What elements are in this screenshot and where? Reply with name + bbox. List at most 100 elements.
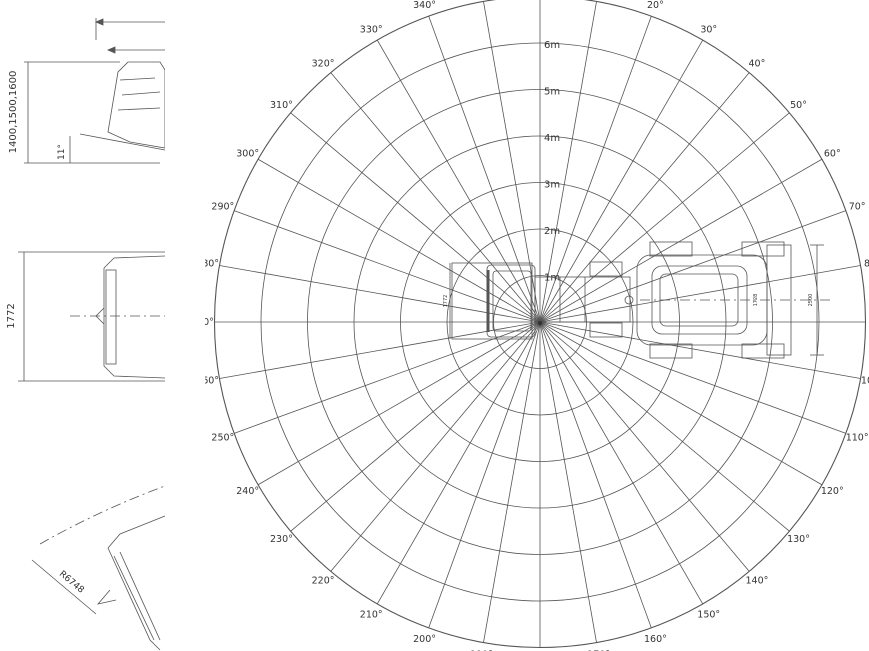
angle-label: 330°: [360, 25, 383, 36]
side-view: 1400,1500,1600 11°: [8, 18, 166, 164]
angle-label: 60°: [824, 148, 841, 159]
bucket-inner: [492, 270, 532, 332]
width-dim-label: 1772: [6, 303, 17, 328]
angle-label: 210°: [360, 609, 383, 620]
angle-label: 70°: [849, 202, 866, 213]
angle-spoke: [290, 321, 541, 532]
angle-label: 170°: [587, 649, 610, 651]
rear-width-label: 1728: [753, 294, 759, 307]
polar-visibility-chart: 0°10°20°30°40°50°60°70°80°90°100°110°120…: [191, 0, 869, 651]
angle-spoke: [539, 321, 652, 629]
track-width-label: 2500: [808, 294, 814, 307]
boom-arm: [534, 276, 631, 323]
arrow-head: [94, 18, 104, 26]
angle-spoke: [330, 72, 541, 323]
tilt-angle-label: 11°: [57, 144, 67, 160]
angle-spoke: [483, 1, 541, 323]
angle-spoke: [257, 158, 541, 323]
ground-line: [79, 133, 166, 151]
angle-spoke: [539, 321, 790, 532]
angle-spoke: [257, 321, 541, 486]
angle-spoke: [539, 39, 704, 323]
bucket-side-profile: [107, 61, 166, 149]
angle-labels: 0°10°20°30°40°50°60°70°80°90°100°110°120…: [191, 0, 869, 651]
bucket-turn-profile: [107, 515, 166, 651]
angle-spoke: [539, 15, 652, 323]
rear-counterweight: [766, 244, 792, 356]
angle-spoke: [219, 265, 541, 323]
angle-label: 40°: [749, 58, 766, 69]
ring-label: 1m: [544, 273, 560, 284]
angle-spoke: [539, 112, 790, 323]
machine-plan-view: 1772 2500 1728: [443, 241, 830, 359]
angle-spoke: [539, 1, 597, 323]
angle-label: 260°: [196, 376, 219, 387]
angle-spoke: [233, 210, 541, 323]
front-view: 1772: [6, 251, 166, 382]
angle-label: 310°: [270, 100, 293, 111]
angle-spoke: [539, 321, 750, 572]
angle-spoke: [539, 321, 861, 379]
angle-spoke: [539, 321, 847, 434]
arrow-head: [106, 46, 116, 54]
ring-label: 4m: [544, 133, 560, 144]
angle-label: 230°: [270, 534, 293, 545]
height-dim-label: 1400,1500,1600: [8, 71, 19, 154]
radius-dim-line: [31, 559, 97, 615]
wheel: [649, 241, 693, 257]
operator-eye-point: [537, 320, 543, 326]
angle-label: 240°: [236, 486, 259, 497]
angle-label: 300°: [236, 148, 259, 159]
turn-radius-arc: [39, 485, 166, 545]
angle-spokes: [214, 0, 866, 648]
wheel: [741, 241, 785, 257]
angle-label: 50°: [790, 100, 807, 111]
angle-label: 80°: [864, 258, 869, 269]
angle-label: 280°: [196, 258, 219, 269]
angle-spoke: [539, 265, 861, 323]
angle-label: 290°: [211, 202, 234, 213]
bucket-front-panel: [105, 269, 117, 365]
angle-label: 160°: [644, 634, 667, 645]
angle-spoke: [376, 39, 541, 323]
angle-spoke: [539, 321, 597, 643]
angle-label: 340°: [413, 0, 436, 11]
angle-spoke: [539, 158, 823, 323]
angle-label: 320°: [312, 58, 335, 69]
angle-spoke: [483, 321, 541, 643]
angle-label: 140°: [745, 576, 768, 587]
bucket-width-label: 1772: [443, 295, 449, 308]
wheel: [741, 343, 785, 359]
angle-label: 120°: [821, 486, 844, 497]
angle-spoke: [330, 321, 541, 572]
angle-label: 250°: [211, 432, 234, 443]
wheel: [649, 343, 693, 359]
angle-label: 220°: [312, 576, 335, 587]
ring-label: 2m: [544, 226, 560, 237]
hydraulic-block: [589, 322, 623, 338]
angle-spoke: [428, 321, 541, 629]
bucket-dimension-box: [451, 262, 533, 340]
angle-spoke: [376, 321, 541, 605]
angle-spoke: [233, 321, 541, 434]
angle-label: 150°: [697, 609, 720, 620]
angle-label: 30°: [700, 25, 717, 36]
bucket-turn-detail: [96, 555, 155, 641]
angle-label: 130°: [787, 534, 810, 545]
angle-label: 100°: [861, 376, 869, 387]
turning-view: R6748: [31, 485, 166, 651]
hydraulic-block: [589, 261, 623, 277]
bucket-side-detail: [117, 77, 161, 111]
left-column-edge: [165, 0, 205, 651]
radius-dim-label: R6748: [57, 569, 86, 596]
angle-spoke: [290, 112, 541, 323]
angle-label: 190°: [470, 649, 493, 651]
angle-spoke: [539, 321, 823, 486]
angle-spoke: [428, 15, 541, 323]
angle-spoke: [219, 321, 541, 379]
angle-label: 20°: [647, 0, 664, 11]
bucket-front-profile: [103, 255, 166, 379]
ring-label: 6m: [544, 40, 560, 51]
